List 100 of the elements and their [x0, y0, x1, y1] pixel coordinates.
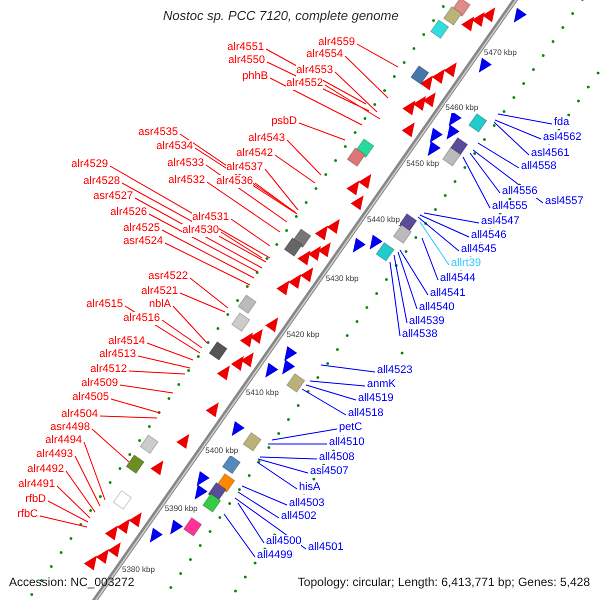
leader-line — [260, 456, 318, 460]
gene-label: asl4547 — [481, 215, 520, 228]
leader-line — [270, 78, 362, 126]
position-label: 5470 kbp — [484, 48, 517, 58]
leader-line — [190, 278, 228, 308]
leader-line — [180, 292, 226, 312]
genome-info: Topology: circular; Length: 6,413,771 bp; Genes: 5,428 — [298, 575, 590, 589]
leader-line — [272, 428, 338, 440]
gene-label: all4556 — [502, 185, 538, 198]
leader-line — [394, 254, 408, 324]
leader-line — [470, 152, 500, 194]
leader-line — [422, 238, 438, 280]
gene-label: petC — [339, 421, 362, 434]
position-label: 5430 kbp — [326, 274, 359, 284]
gene-label: alr4531 — [192, 211, 229, 224]
leader-line — [494, 120, 542, 140]
leader-line — [302, 388, 346, 416]
leader-line — [120, 384, 174, 394]
leader-line — [128, 370, 186, 374]
leader-line — [92, 428, 130, 462]
leader-line — [286, 140, 322, 176]
position-label: 5400 kbp — [205, 446, 238, 456]
leader-line — [84, 442, 106, 500]
leader-line — [390, 262, 400, 336]
leader-line — [74, 456, 100, 506]
leader-line — [40, 516, 88, 528]
gene-label: psbD — [271, 115, 297, 128]
gene-label: all4546 — [471, 229, 506, 242]
leader-line — [420, 222, 450, 266]
leader-line — [164, 242, 250, 286]
leader-line — [334, 72, 378, 112]
gene-label: all4503 — [289, 497, 324, 510]
leader-line — [478, 142, 520, 168]
leader-line — [242, 486, 288, 506]
position-label: 5460 kbp — [445, 103, 478, 113]
leader-line — [494, 122, 530, 156]
leader-line — [238, 502, 264, 544]
leader-line — [418, 216, 460, 252]
leader-line — [162, 230, 254, 278]
leader-line — [398, 252, 418, 310]
leader-line — [254, 182, 296, 214]
gene-label: all4538 — [402, 328, 438, 341]
gene-label: phhB — [242, 70, 268, 83]
leader-line — [206, 182, 280, 232]
gene-label: alr4516 — [123, 312, 160, 325]
leader-line — [224, 514, 256, 558]
position-label: 5440 kbp — [367, 215, 400, 225]
gene-label: all4502 — [281, 510, 316, 523]
gene-label: allrt39 — [451, 257, 481, 270]
leader-line — [110, 398, 160, 414]
position-label: 5450 kbp — [406, 159, 440, 169]
gene-label: all4539 — [409, 315, 444, 328]
leader-line — [238, 492, 280, 518]
leader-line — [344, 56, 388, 98]
leader-line — [462, 156, 490, 208]
gene-label: all4508 — [319, 451, 354, 464]
genome-info: Accession: NC_003272 — [9, 575, 134, 589]
leader-line — [146, 342, 194, 360]
gene-label: all4500 — [266, 535, 302, 548]
leader-line — [162, 320, 202, 348]
gene-label: hisA — [299, 481, 320, 494]
leader-line — [220, 232, 262, 258]
gene-label: all4555 — [492, 200, 528, 213]
leader-line — [400, 250, 428, 296]
position-label: 5380 kbp — [122, 565, 155, 575]
gene-label: alr4552 — [286, 77, 323, 90]
leader-line — [320, 364, 376, 372]
gene-label: asl4562 — [543, 131, 582, 144]
leader-line — [172, 306, 208, 344]
leader-line — [230, 218, 270, 246]
leader-line — [256, 462, 298, 490]
leader-line — [324, 84, 380, 120]
leader-line — [298, 122, 346, 140]
position-label: 5390 kbp — [164, 504, 198, 514]
position-label: 5420 kbp — [286, 330, 320, 340]
leader-line — [66, 470, 96, 512]
gene-label: all4541 — [430, 287, 466, 300]
gene-label: all4544 — [440, 272, 476, 285]
leader-line — [420, 214, 470, 238]
leader-line — [498, 114, 552, 124]
leader-line — [274, 154, 316, 184]
position-label: 5410 kbp — [246, 388, 279, 398]
leader-line — [258, 458, 308, 474]
leader-line — [138, 356, 190, 368]
leader-line — [306, 384, 356, 400]
leader-line — [264, 168, 298, 210]
leader-line — [148, 214, 258, 272]
gene-label: alr4530 — [182, 224, 219, 237]
gene-label: alr4537 — [226, 161, 263, 174]
leader-line — [100, 416, 158, 418]
gene-label: alr4553 — [296, 64, 333, 77]
leader-line — [48, 500, 88, 522]
gene-label: fda — [554, 116, 570, 129]
gene-label: alr4536 — [216, 175, 253, 188]
leader-line — [424, 212, 480, 224]
leader-line — [310, 380, 366, 386]
gene-label: asl4507 — [310, 465, 349, 478]
gene-label: asl4561 — [531, 147, 570, 160]
gene-label: all4558 — [521, 160, 556, 173]
gene-label: all4545 — [461, 243, 496, 256]
